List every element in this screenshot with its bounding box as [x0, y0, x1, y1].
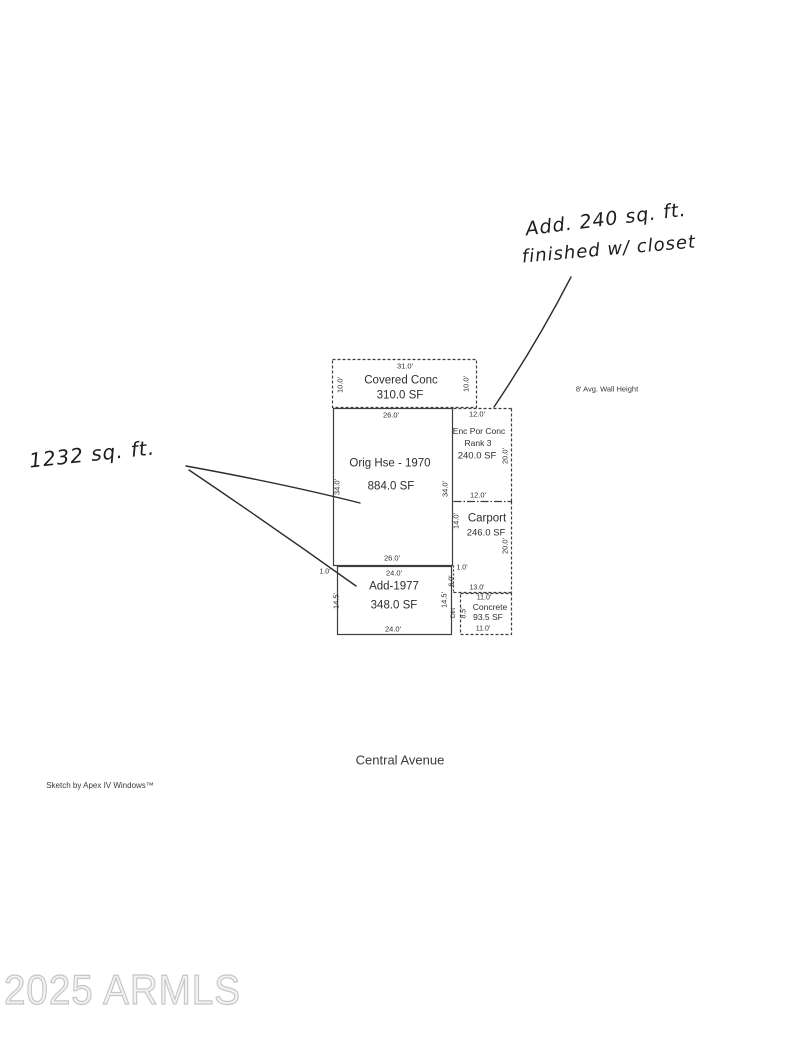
addition-dim-left: 14.5'	[331, 592, 341, 610]
jog-dim-6ft: 6.0'	[448, 575, 456, 587]
armls-watermark: 2025 ARMLS	[3, 965, 241, 1013]
addition-dim-top: 24.0'	[385, 568, 403, 578]
jog-dim-13ft: 13.0'	[469, 584, 485, 592]
addition-label: Add-1977	[369, 580, 419, 593]
orig-house-outline	[332, 407, 454, 567]
wall-height-note: 8' Avg. Wall Height	[575, 384, 639, 394]
orig-house-area: 884.0 SF	[367, 480, 415, 493]
sqft-pointer-line-house	[185, 465, 361, 504]
covered-conc-label: Covered Conc	[364, 374, 438, 387]
enc-porch-area: 240.0 SF	[457, 450, 497, 462]
sketch-credit: Sketch by Apex IV Windows™	[46, 781, 154, 790]
addition-area: 348.0 SF	[370, 599, 418, 612]
concrete-label: Concrete	[472, 601, 508, 612]
concrete-dim-top: 11.0'	[476, 594, 492, 602]
concrete-dim-left: 8.5'	[460, 607, 468, 619]
carport-dim-right: 20.0'	[500, 537, 510, 555]
enc-porch-dim-top: 12.0'	[468, 409, 486, 419]
addition-outline	[336, 565, 453, 636]
enc-porch-label: Enc Por Conc	[452, 425, 506, 436]
orig-house-dim-top: 26.0'	[382, 410, 400, 420]
note-pointer-line	[493, 276, 572, 408]
covered-conc-dim-top: 31.0'	[396, 361, 414, 371]
carport-dim-left: 14.0'	[451, 512, 461, 530]
concrete-dim-bottom: 11.0'	[475, 625, 491, 633]
enc-porch-rank: Rank 3	[464, 437, 492, 448]
concrete-area: 93.5 SF	[473, 611, 503, 622]
covered-conc-dim-left: 10.0'	[335, 376, 345, 394]
orig-house-label: Orig Hse - 1970	[349, 457, 431, 470]
enc-porch-dim-right: 20.0'	[500, 447, 510, 465]
street-name-label: Central Avenue	[355, 752, 445, 768]
covered-conc-outline	[331, 358, 478, 409]
addition-dim-right: 14.5'	[439, 591, 449, 609]
covered-conc-area: 310.0 SF	[376, 389, 424, 402]
orig-house-dim-right: 34.0'	[440, 480, 450, 498]
enc-porch-dim-bottom: 12.0'	[469, 490, 487, 500]
jog-dim-1ft: 1.0'	[456, 564, 468, 572]
covered-conc-dim-right: 10.0'	[461, 375, 471, 393]
orig-house-dim-bottom: 26.0'	[383, 553, 401, 563]
carport-label: Carport	[467, 512, 507, 525]
sqft-pointer-line-addition	[188, 469, 357, 587]
addition-dim-bottom: 24.0'	[384, 624, 402, 634]
concrete-outline	[459, 592, 513, 636]
dirt-strip-label: Dirt	[449, 607, 457, 619]
addition-offset-dim: 1.0'	[319, 568, 331, 576]
carport-area: 246.0 SF	[466, 527, 506, 539]
orig-house-dim-left: 34.0'	[332, 478, 342, 496]
